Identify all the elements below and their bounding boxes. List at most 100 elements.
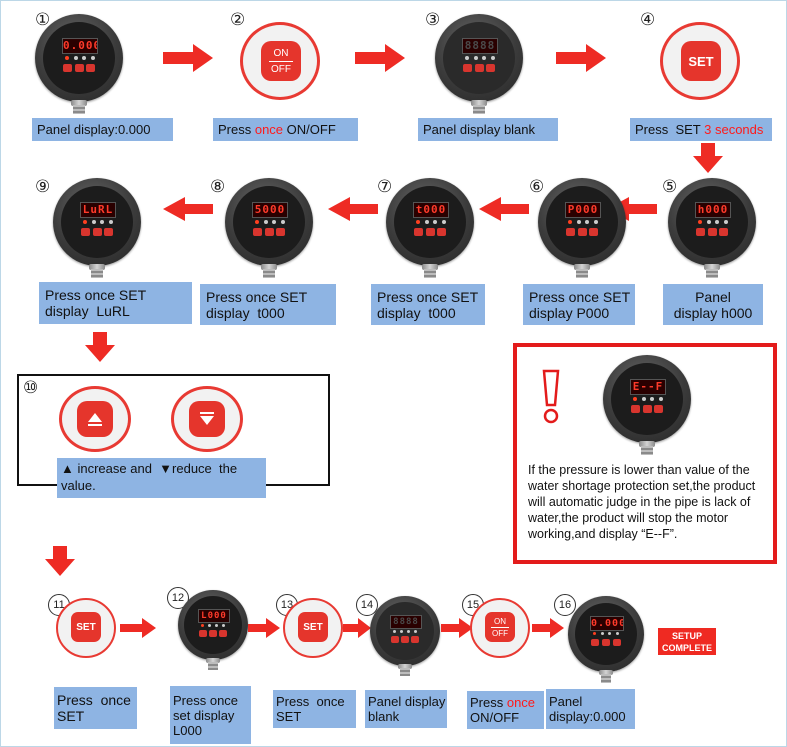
gauge-display-5: h000 xyxy=(695,202,731,218)
arrow-right-icon xyxy=(163,44,213,72)
off-label: OFF xyxy=(271,63,291,75)
step-6-label-line2: display P000 xyxy=(529,304,610,321)
step-7-label-line1: Press once SET xyxy=(377,288,479,305)
step-14-label-line2: blank xyxy=(368,709,400,724)
pressure-gauge-warning: E--F xyxy=(603,355,693,455)
step-number-9: ⑨ xyxy=(35,177,51,197)
set-button-bubble: SET xyxy=(660,22,740,100)
step-13-label-line1: Press once xyxy=(276,694,345,709)
gauge-display-8: 5000 xyxy=(252,202,288,218)
step-number-14: 14 xyxy=(356,594,378,616)
step-2-label-c: ON/OFF xyxy=(283,122,336,137)
gauge-display-12: L000 xyxy=(198,609,230,623)
step-1-label: Panel display:0.000 xyxy=(32,118,173,141)
down-button-bubble xyxy=(171,386,243,452)
step-11-label: Press once SET xyxy=(54,687,137,729)
arrow-right-icon xyxy=(556,44,606,72)
step-16-label-line2: display:0.000 xyxy=(549,709,626,724)
gauge-display-warning: E--F xyxy=(630,379,666,395)
down-button xyxy=(189,401,225,437)
step-10-label-c: value. xyxy=(61,478,96,493)
step-13-label-line2: SET xyxy=(276,709,302,724)
step-7-label-line2: display t000 xyxy=(377,304,456,321)
gauge-display-16: 0.000 xyxy=(590,616,624,631)
pressure-gauge-6: P000 xyxy=(538,178,628,278)
step-9-label-line2: display LuRL xyxy=(45,303,130,319)
step-8-label-line2: display t000 xyxy=(206,304,285,321)
step-5-label-line2: display h000 xyxy=(673,304,753,321)
pressure-gauge-14: 8888 xyxy=(370,596,442,678)
arrow-right-icon xyxy=(248,618,280,638)
step-number-10: ⑩ xyxy=(23,378,39,398)
set-button: SET xyxy=(681,41,721,81)
pressure-gauge-16: 0.000 xyxy=(568,596,648,686)
step-11-label-line2: SET xyxy=(57,708,85,724)
step-5-label: Panel display h000 xyxy=(663,284,763,325)
step-4-label-a: Press SET xyxy=(635,122,705,137)
step-number-1: ① xyxy=(35,10,51,30)
set-button-bubble: SET xyxy=(283,598,343,658)
exclamation-icon xyxy=(542,369,560,424)
up-button xyxy=(77,401,113,437)
step-8-label-line1: Press once SET xyxy=(206,288,308,305)
step-8-label: Press once SET display t000 xyxy=(200,284,336,325)
step-3-label: Panel display blank xyxy=(418,118,558,141)
pressure-gauge-5: h000 xyxy=(668,178,758,278)
on-label: ON xyxy=(494,616,506,626)
gauge-display-14: 8888 xyxy=(390,615,422,629)
arrow-right-icon xyxy=(532,618,564,638)
pressure-gauge-9: LuRL xyxy=(53,178,143,278)
step-5-label-line1: Panel xyxy=(695,288,731,305)
step-15-label-line1: Press once xyxy=(470,695,535,710)
pressure-gauge-12: L000 xyxy=(178,590,250,672)
step-number-5: ⑤ xyxy=(662,177,678,197)
step-6-label-line1: Press once SET xyxy=(529,288,631,305)
on-off-button: ON OFF xyxy=(261,41,301,81)
off-label: OFF xyxy=(492,628,508,638)
arrow-left-icon xyxy=(479,197,529,221)
step-7-label: Press once SET display t000 xyxy=(371,284,485,325)
warning-text: If the pressure is lower than value of t… xyxy=(528,463,756,541)
step-2-label-a: Press xyxy=(218,122,255,137)
arrow-right-icon xyxy=(355,44,405,72)
step-2-label: Press once ON/OFF xyxy=(213,118,358,141)
setup-complete-line1: SETUP xyxy=(671,630,702,641)
up-button-bubble xyxy=(59,386,131,452)
step-12-label-line3: L000 xyxy=(173,722,202,738)
step-14-label-line1: Panel display xyxy=(368,694,446,709)
step-16-label: Panel display:0.000 xyxy=(546,689,635,729)
gauge-display-1: 0.000 xyxy=(62,38,98,54)
step-15-label-c: ON/OFF xyxy=(470,710,520,725)
step-16-label-line1: Panel xyxy=(549,694,583,709)
step-12-label-line1: Press once xyxy=(173,692,239,708)
arrow-right-icon xyxy=(120,618,156,638)
step-number-2: ② xyxy=(230,10,246,30)
step-number-12: 12 xyxy=(167,587,189,609)
step-4-label-seconds: 3 seconds xyxy=(704,122,764,137)
arrow-down-icon xyxy=(45,546,75,576)
step-number-6: ⑥ xyxy=(529,177,545,197)
step-12-label-line2: set display xyxy=(173,707,235,723)
step-15-label-a: Press xyxy=(470,695,507,710)
set-button: SET xyxy=(298,612,328,642)
step-number-8: ⑧ xyxy=(210,177,226,197)
pressure-gauge-3: 8888 xyxy=(435,14,525,114)
on-off-button: ON OFF xyxy=(485,612,515,642)
warning-box: E--F If the pressure is lower than value… xyxy=(513,343,777,564)
gauge-display-3: 8888 xyxy=(462,38,498,54)
step-2-label-once: once xyxy=(254,122,284,137)
step-number-7: ⑦ xyxy=(377,177,393,197)
step-10-label-a: increase and xyxy=(73,461,160,476)
set-button: SET xyxy=(71,612,101,642)
step-10-label-b: reduce the xyxy=(172,461,238,476)
step-15-label-once: once xyxy=(506,695,536,710)
on-label: ON xyxy=(273,47,289,59)
step-9-label: Press once SET display LuRL xyxy=(39,282,192,324)
pressure-gauge-7: t000 xyxy=(386,178,476,278)
on-off-button-bubble: ON OFF xyxy=(470,598,530,658)
gauge-display-7: t000 xyxy=(413,202,449,218)
arrow-left-icon xyxy=(328,197,378,221)
pressure-gauge-1: 0.000 xyxy=(35,14,125,114)
